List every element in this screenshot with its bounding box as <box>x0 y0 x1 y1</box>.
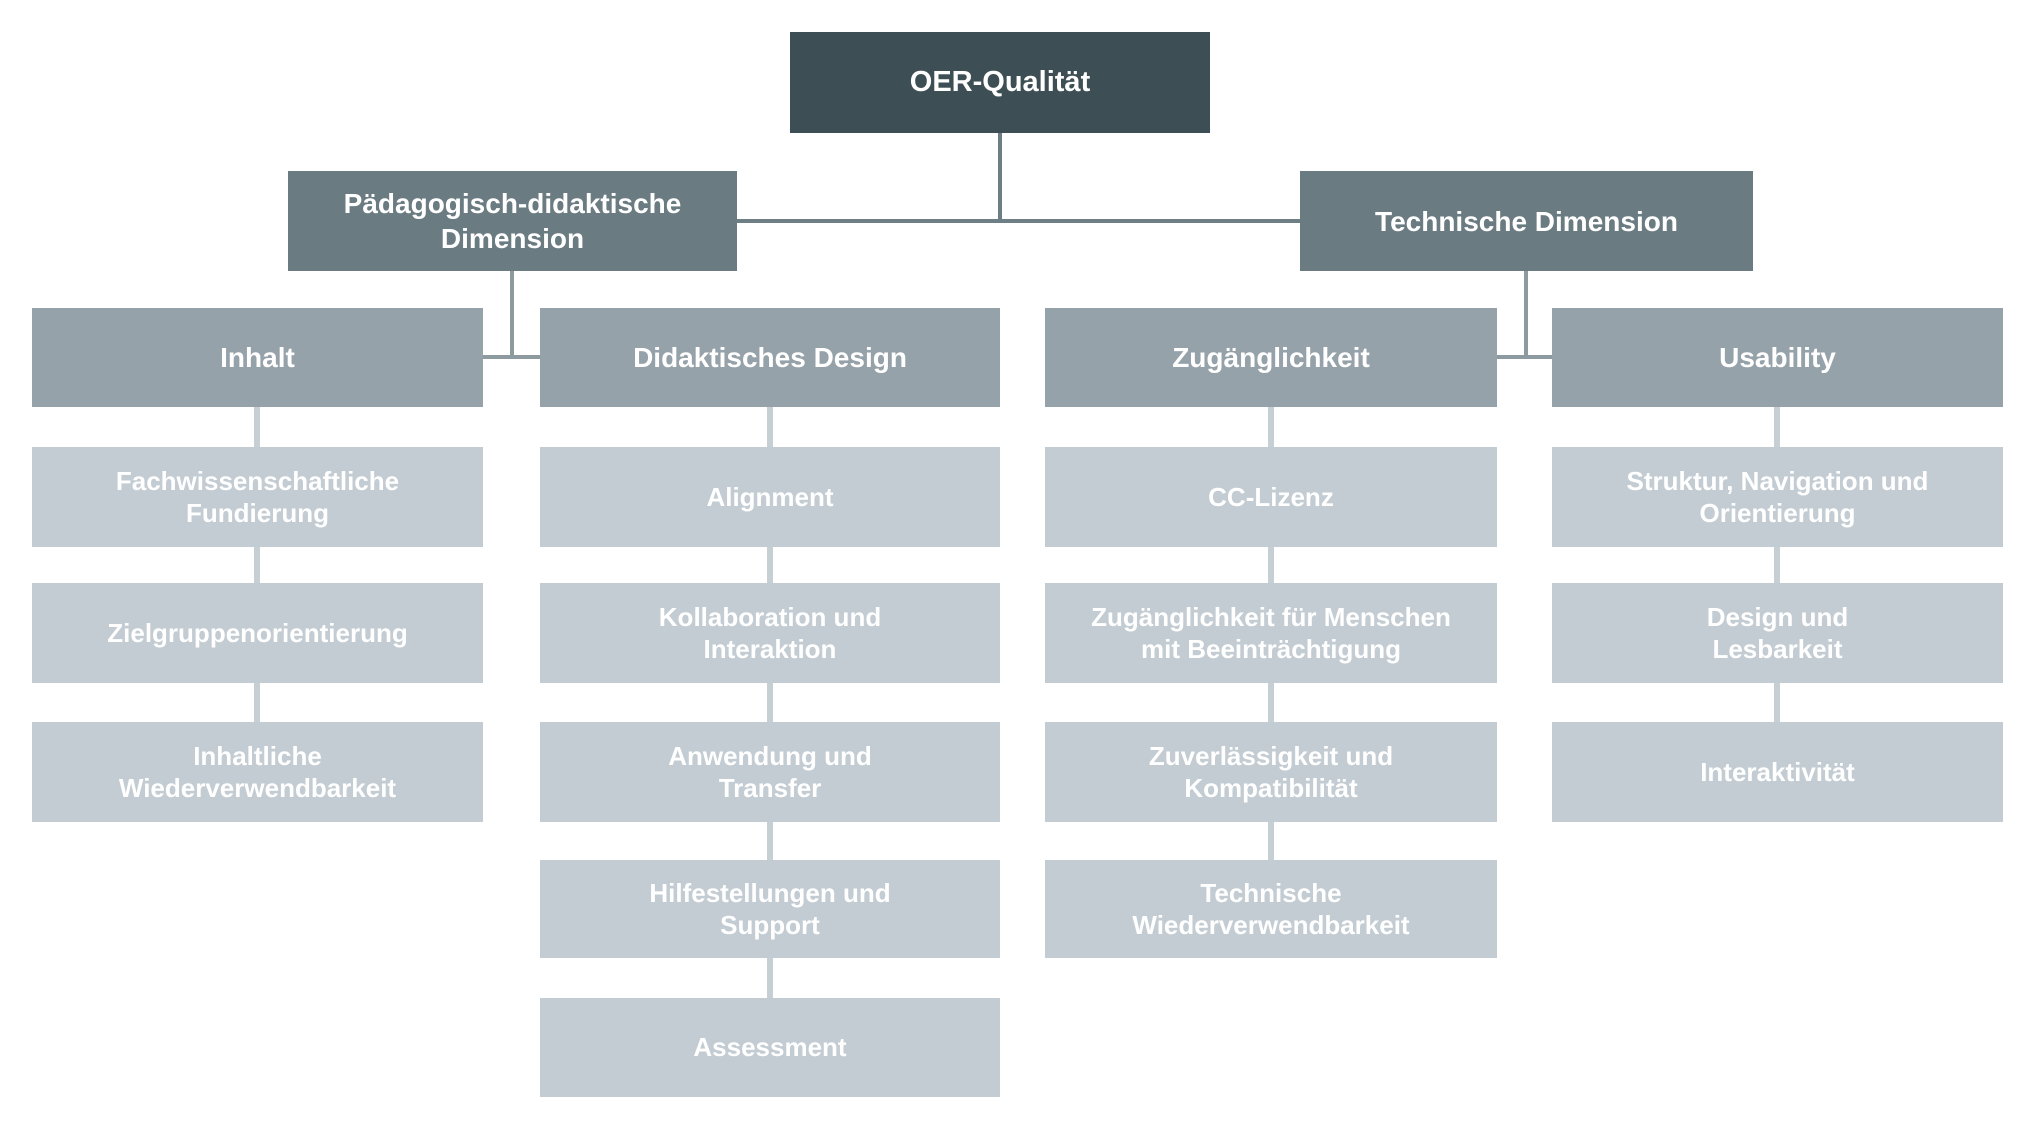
item-node-interaktivitaet: Interaktivität <box>1552 722 2003 822</box>
category-node-usability: Usability <box>1552 308 2003 407</box>
item-node-design-und-lesbarkeit: Design und Lesbarkeit <box>1552 583 2003 683</box>
item-node-assessment: Assessment <box>540 998 1000 1097</box>
category-node-zugaenglichkeit: Zugänglichkeit <box>1045 308 1497 407</box>
connector-dimension1-stub <box>483 355 540 359</box>
connector-column-usability <box>1774 407 1780 727</box>
category-node-didaktisches-design: Didaktisches Design <box>540 308 1000 407</box>
item-node-anwendung-und-transfer: Anwendung und Transfer <box>540 722 1000 822</box>
item-node-zuverlaessigkeit-und-kompatibilitaet: Zuverlässigkeit und Kompatibilität <box>1045 722 1497 822</box>
item-node-inhaltliche-wiederverwendbarkeit: Inhaltliche Wiederverwendbarkeit <box>32 722 483 822</box>
item-node-cc-lizenz: CC-Lizenz <box>1045 447 1497 547</box>
item-node-fachwissenschaftliche-fundierung: Fachwissenschaftliche Fundierung <box>32 447 483 547</box>
connector-dimension2-drop <box>1524 271 1528 359</box>
item-node-zugaenglichkeit-menschen-beeintraechtigung: Zugänglichkeit für Menschen mit Beeinträ… <box>1045 583 1497 683</box>
root-node: OER-Qualität <box>790 32 1210 133</box>
category-node-inhalt: Inhalt <box>32 308 483 407</box>
item-node-alignment: Alignment <box>540 447 1000 547</box>
dimension-node-technisch: Technische Dimension <box>1300 171 1753 271</box>
connector-dimension1-drop <box>510 271 514 359</box>
item-node-hilfestellungen-und-support: Hilfestellungen und Support <box>540 860 1000 958</box>
connector-column-inhalt <box>254 407 260 727</box>
connector-dimension2-stub <box>1497 355 1552 359</box>
connector-column-didaktik <box>767 407 773 1003</box>
connector-root-drop <box>998 133 1002 223</box>
dimension-node-paedagogisch-didaktisch: Pädagogisch-didaktische Dimension <box>288 171 737 271</box>
item-node-kollaboration-und-interaktion: Kollaboration und Interaktion <box>540 583 1000 683</box>
item-node-technische-wiederverwendbarkeit: Technische Wiederverwendbarkeit <box>1045 860 1497 958</box>
connector-root-horizontal <box>737 219 1300 223</box>
item-node-zielgruppenorientierung: Zielgruppenorientierung <box>32 583 483 683</box>
item-node-struktur-navigation-orientierung: Struktur, Navigation und Orientierung <box>1552 447 2003 547</box>
